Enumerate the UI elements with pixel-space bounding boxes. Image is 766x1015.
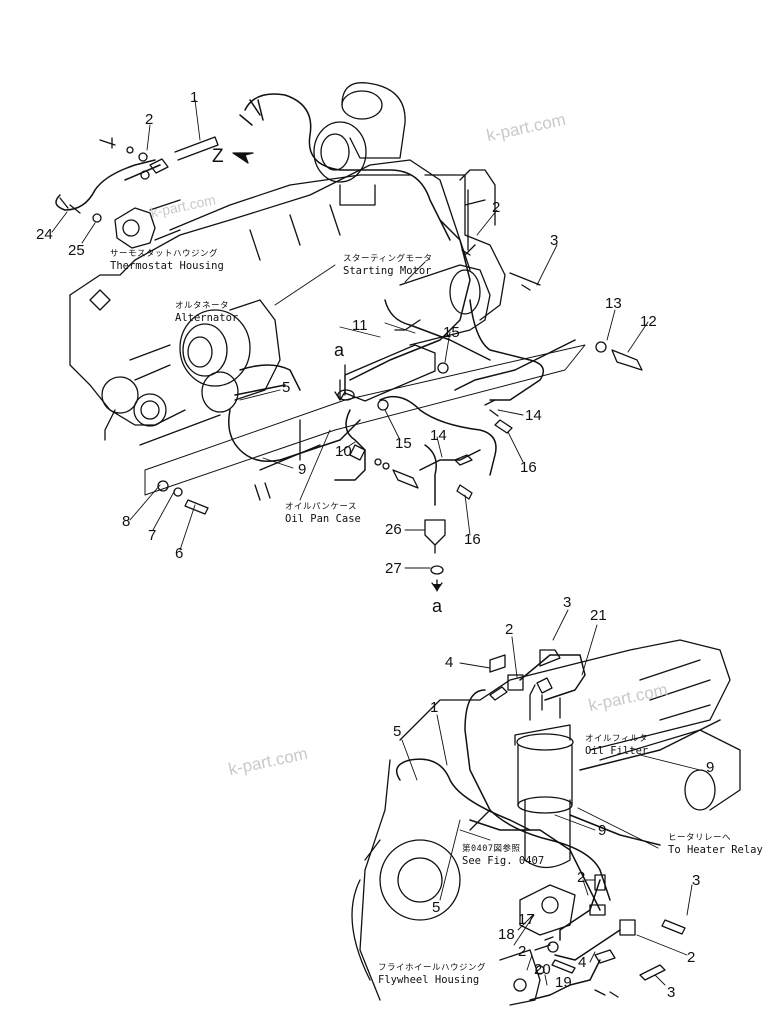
callout-number: 12 [640,313,657,330]
leader-lines-top [51,99,649,569]
callout-number: 5 [393,723,402,740]
callout-number: 3 [550,232,559,249]
callout-number: 9 [598,822,607,839]
callout-number: 19 [555,974,572,991]
callout-number: 3 [692,872,701,889]
callout-number: 7 [148,527,157,544]
callout-number: 2 [577,869,586,886]
callout-number: 4 [578,954,587,971]
callout-number: 17 [518,911,535,928]
mounting-bracket [344,344,436,402]
leader-lines-bottom [401,609,701,986]
section-mark-top: a [334,340,345,360]
callout-number: 14 [525,407,542,424]
callout-number: 18 [498,926,515,943]
callout-number: 2 [505,621,514,638]
callout-number: 4 [445,654,454,671]
callout-number: 24 [36,226,53,243]
sensor-parts-bottom [489,649,686,998]
callout-number: 5 [282,379,291,396]
callout-number: 2 [687,949,696,966]
callout-number: 11 [352,317,368,334]
callout-number: 3 [667,984,676,1001]
sensor-parts-top [59,136,643,591]
callout-number: 8 [122,513,131,530]
flywheel-parts [499,884,576,1006]
alternator [179,299,281,413]
callout-number: 2 [518,943,527,960]
callout-number: 20 [534,961,551,978]
callout-number: 16 [464,531,481,548]
callout-number: 16 [520,459,537,476]
section-mark-bottom: a [432,596,443,616]
wiring-harness-bottom [395,654,721,1001]
callout-number: 2 [492,199,501,216]
callout-number: 21 [590,607,607,624]
callout-number: 1 [430,699,439,716]
callout-number: 27 [385,560,402,577]
callout-number: 1 [190,89,199,106]
view-arrow-icon [232,152,254,164]
callout-number: 9 [706,759,715,776]
callout-number: 6 [175,545,184,562]
turbocharger [313,82,406,206]
callout-number: 13 [605,295,622,312]
callout-number: 9 [298,461,307,478]
section-arrow-icon [433,584,441,592]
callout-number: 3 [563,594,572,611]
callout-number: 10 [335,443,352,460]
view-z-label: Z [212,146,224,167]
thermostat-housing [114,199,181,249]
callout-number: 25 [68,242,85,259]
oil-filter [514,684,574,869]
callout-number: 5 [432,899,441,916]
callout-number: 15 [395,435,412,452]
callout-number: 26 [385,521,402,538]
wiring-harness-top [55,93,576,506]
callout-number: 14 [430,427,447,444]
engine-block-top [69,159,506,441]
callout-number: 15 [443,324,460,341]
callout-number: 2 [145,111,154,128]
